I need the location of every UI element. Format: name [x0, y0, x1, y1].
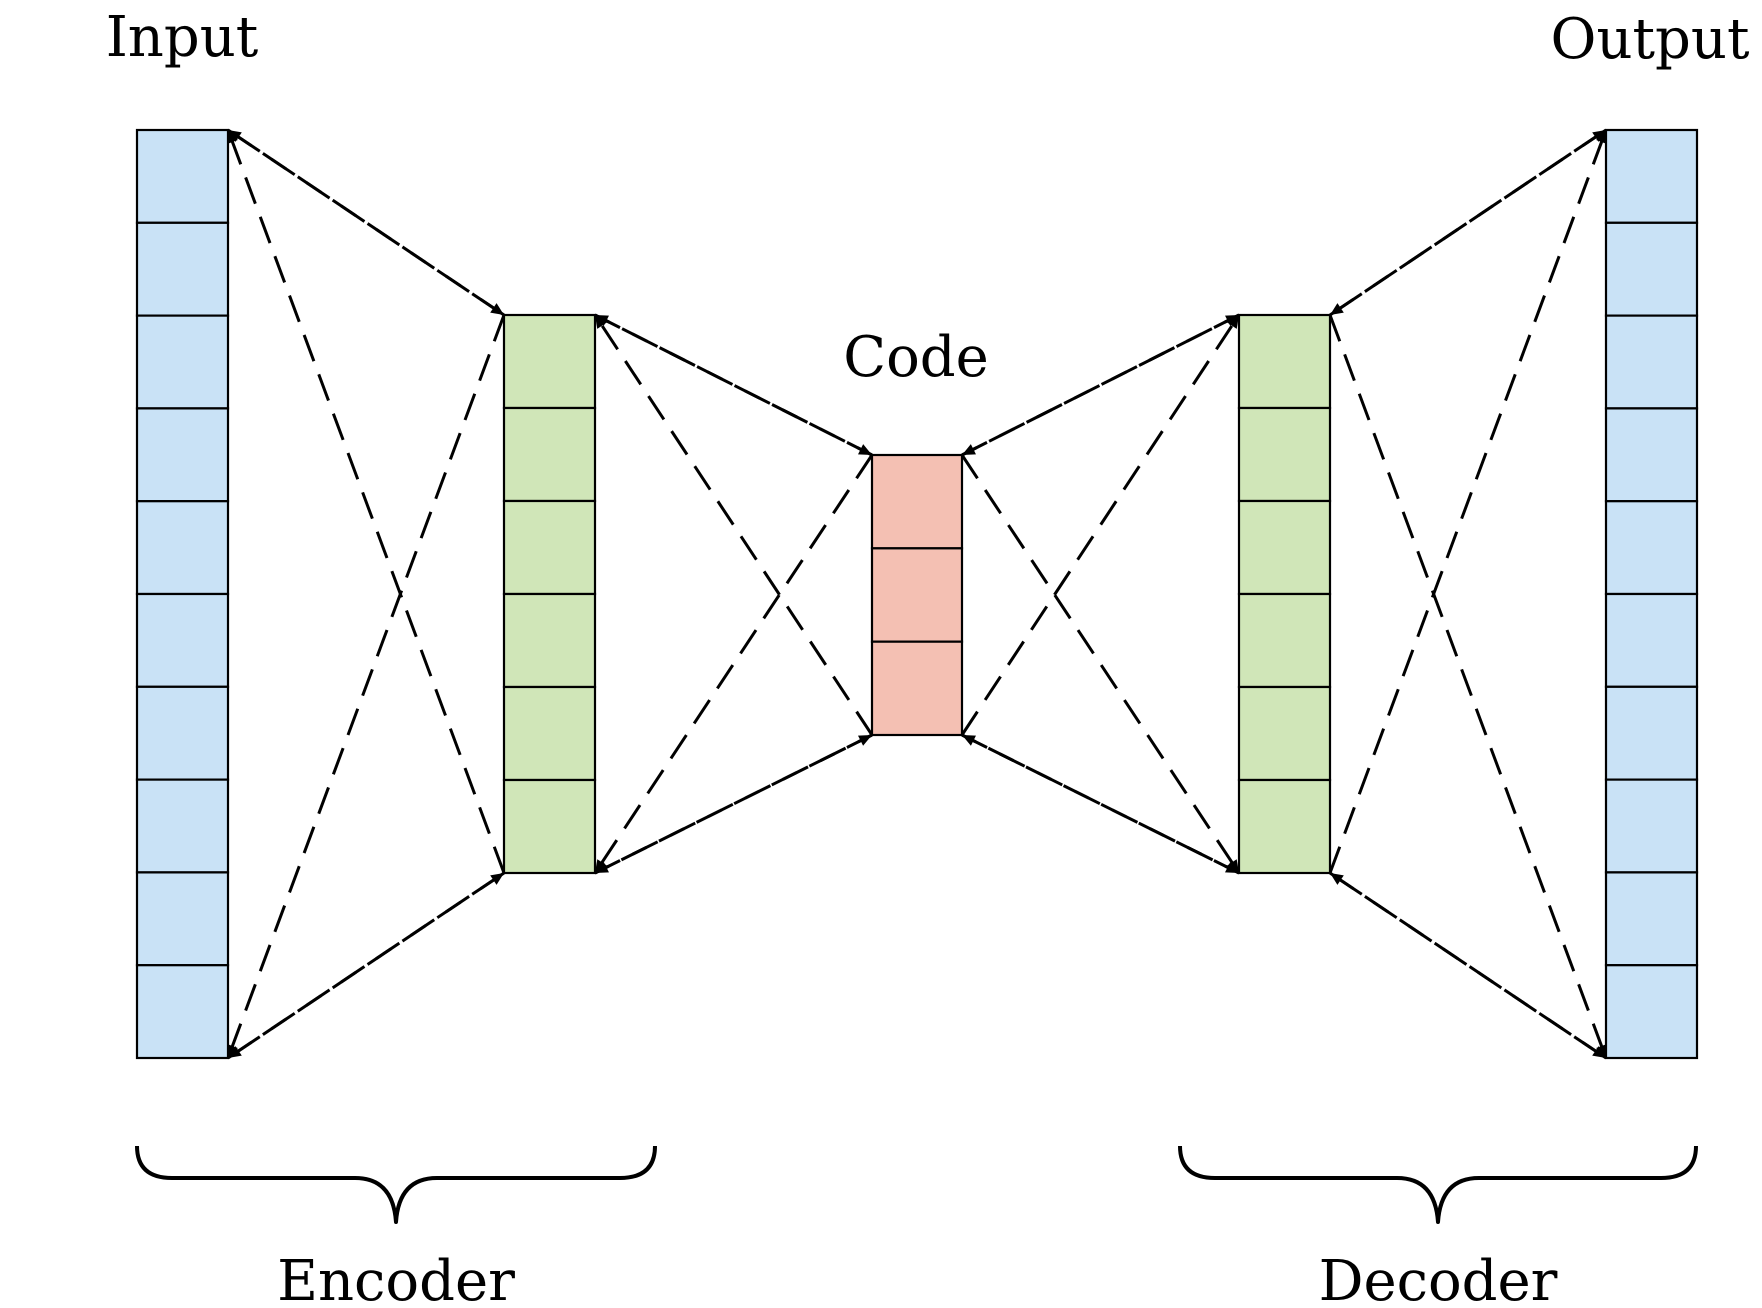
connection-line — [960, 454, 1241, 874]
input-layer-cell — [135, 778, 230, 874]
decoder-hidden-layer-cell — [1237, 313, 1332, 410]
arrowhead — [858, 735, 872, 746]
output-layer — [1604, 128, 1699, 1060]
connection-line — [961, 313, 1240, 457]
input-layer-cell — [135, 128, 230, 224]
encoder-hidden-layer-cell — [502, 499, 597, 596]
input-layer-cell — [135, 964, 230, 1060]
output-layer-cell — [1604, 964, 1699, 1060]
arrowhead — [962, 444, 976, 455]
code-layer-cell — [870, 640, 964, 737]
connection-line — [961, 733, 1240, 875]
arrowhead — [1330, 873, 1344, 885]
arrowhead — [1227, 859, 1239, 873]
connection-line — [227, 871, 505, 1060]
connection-line — [226, 314, 506, 1059]
decoder-hidden-layer-cell — [1237, 778, 1332, 875]
connection-line — [960, 314, 1241, 736]
connection-line — [1329, 128, 1607, 317]
input-layer-cell — [135, 871, 230, 967]
code-label: Code — [843, 325, 989, 390]
arrowhead — [490, 303, 504, 315]
output-layer-cell — [1604, 685, 1699, 781]
decoder-hidden-layer — [1237, 313, 1332, 875]
encoder-hidden-layer-cell — [502, 406, 597, 503]
connection-line — [1329, 871, 1607, 1060]
input-layer — [135, 128, 230, 1060]
connection-line — [1328, 129, 1608, 874]
arrowhead — [595, 315, 607, 329]
connection-line — [227, 128, 505, 317]
arrowhead — [227, 130, 238, 144]
decoder-hidden-layer-cell — [1237, 592, 1332, 689]
connection-line — [593, 454, 874, 874]
encoder-hidden-layer — [502, 313, 597, 875]
decoder-hidden-layer-cell — [1237, 406, 1332, 503]
encoder-hidden-layer-cell — [502, 685, 597, 782]
encoder-hidden-layer-cell — [502, 313, 597, 410]
output-layer-cell — [1604, 592, 1699, 688]
connection-line — [1328, 314, 1608, 1059]
code-layer-cell — [870, 547, 964, 643]
encoder-hidden-layer-cell — [502, 778, 597, 875]
output-layer-cell — [1604, 314, 1699, 410]
output-layer-cell — [1604, 500, 1699, 596]
input-layer-cell — [135, 592, 230, 688]
decoder-label: Decoder — [1319, 1249, 1558, 1308]
arrowhead — [1596, 1044, 1607, 1058]
output-layer-cell — [1604, 128, 1699, 224]
layers — [135, 128, 1699, 1060]
connections — [226, 128, 1608, 1060]
output-layer-cell — [1604, 407, 1699, 503]
input-layer-cell — [135, 314, 230, 410]
arrowhead — [1227, 315, 1239, 329]
output-label: Output — [1551, 7, 1750, 72]
connection-line — [593, 314, 874, 736]
arrowhead — [858, 444, 872, 455]
code-layer-cell — [870, 453, 964, 550]
decoder-hidden-layer-cell — [1237, 685, 1332, 782]
encoder-label: Encoder — [277, 1249, 515, 1308]
encoder-brace — [135, 1145, 657, 1224]
connection-line — [594, 733, 873, 875]
input-layer-cell — [135, 500, 230, 596]
decoder-brace — [1178, 1145, 1698, 1224]
decoder-hidden-layer-cell — [1237, 499, 1332, 596]
arrowhead — [1596, 130, 1607, 144]
input-label: Input — [106, 5, 259, 70]
output-layer-cell — [1604, 871, 1699, 967]
arrowhead — [595, 859, 607, 873]
output-layer-cell — [1604, 221, 1699, 317]
connection-line — [226, 129, 506, 874]
input-layer-cell — [135, 685, 230, 781]
arrowhead — [962, 735, 976, 746]
arrowhead — [1330, 303, 1344, 315]
input-layer-cell — [135, 407, 230, 503]
connection-line — [594, 313, 873, 457]
code-layer — [870, 453, 964, 737]
output-layer-cell — [1604, 778, 1699, 874]
arrowhead — [227, 1044, 238, 1058]
arrowhead — [490, 873, 504, 885]
encoder-hidden-layer-cell — [502, 592, 597, 689]
input-layer-cell — [135, 221, 230, 317]
